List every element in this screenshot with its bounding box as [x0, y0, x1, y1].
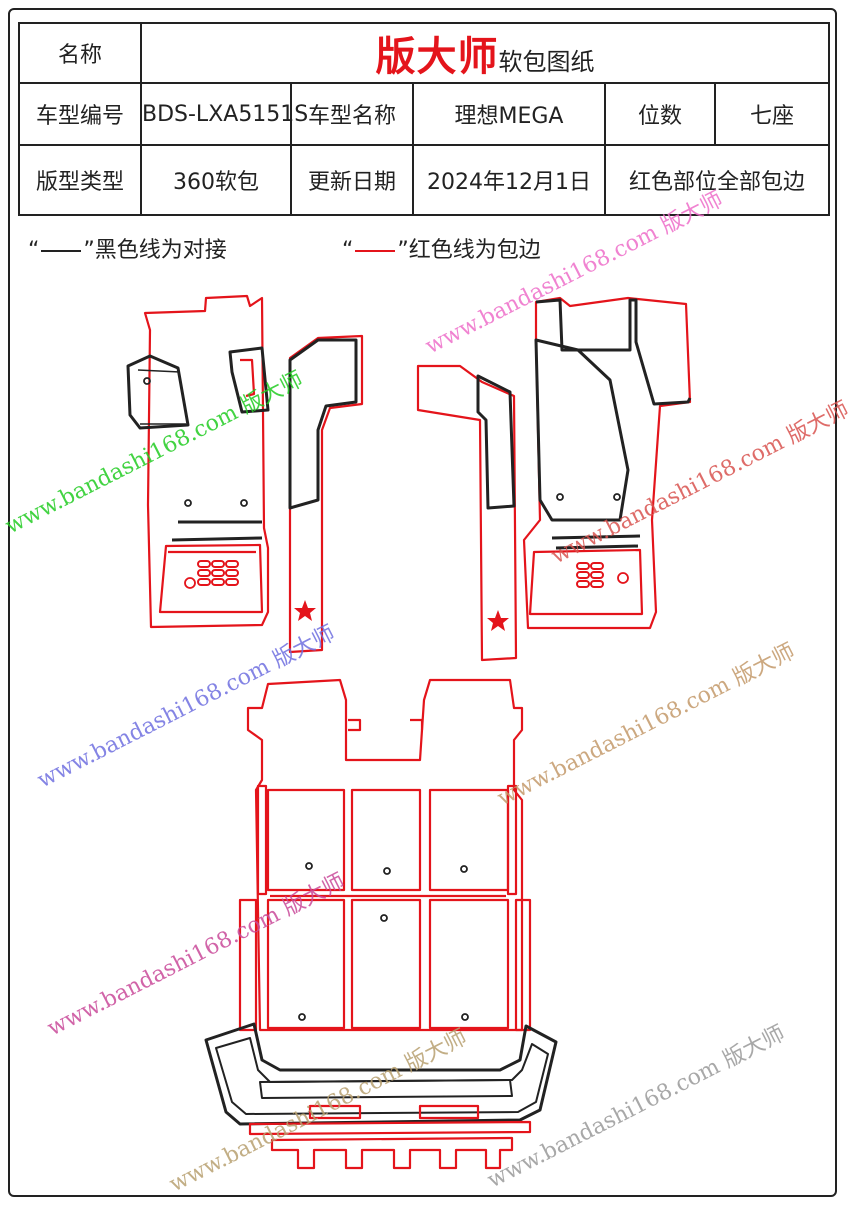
snap-holes — [143, 377, 621, 1021]
legend-black-line — [41, 250, 82, 252]
mat-rear-floor — [238, 678, 532, 1032]
update-label: 更新日期 — [290, 144, 414, 216]
pattern-type: 360软包 — [140, 144, 292, 216]
model-code: BDS-LXA5151S — [140, 82, 308, 146]
vent-grid-right — [576, 562, 604, 588]
mat-front-left — [126, 294, 270, 629]
mat-rear-sill — [204, 1022, 558, 1170]
legend-red-text: ”红色线为包边 — [397, 238, 541, 263]
spec-row-title: 名称 版大师软包图纸 — [18, 22, 831, 84]
doc-title: 软包图纸 — [498, 48, 595, 76]
vent-grid-left — [197, 560, 239, 586]
legend-black: “ ”黑色线为对接 — [28, 232, 227, 264]
red-snap-holes — [184, 572, 629, 589]
pattern-type-label: 版型类型 — [18, 144, 142, 216]
model-name: 理想MEGA — [412, 82, 606, 146]
legend-red-open: “ — [342, 238, 354, 263]
legend-red: “ ”红色线为包边 — [342, 232, 541, 264]
doc-title-cell: 版大师软包图纸 — [139, 22, 831, 84]
model-code-label: 车型编号 — [18, 82, 142, 146]
spec-row-type: 版型类型 360软包 更新日期 2024年12月1日 红色部位全部包边 — [18, 144, 831, 216]
spec-row-model: 车型编号 BDS-LXA5151S 车型名称 理想MEGA 位数 七座 — [18, 82, 831, 146]
star-icon-left — [294, 600, 316, 621]
mat-front-right — [522, 296, 692, 630]
legend-black-text: ”黑色线为对接 — [83, 238, 227, 263]
seats-label: 位数 — [604, 82, 716, 146]
legend-black-open: “ — [28, 238, 40, 263]
spec-table: 名称 版大师软包图纸 车型编号 BDS-LXA5151S 车型名称 理想MEGA… — [18, 22, 831, 216]
legend-red-line — [355, 250, 396, 252]
name-label: 名称 — [18, 22, 142, 84]
update-date: 2024年12月1日 — [412, 144, 606, 216]
model-name-label: 车型名称 — [290, 82, 414, 146]
binding-note: 红色部位全部包边 — [603, 144, 831, 216]
strip-front-right — [416, 364, 518, 662]
page-frame — [8, 8, 837, 1197]
brand-title: 版大师 — [375, 34, 499, 80]
strip-front-left — [288, 334, 364, 654]
star-icon-right — [487, 610, 509, 631]
seats-value: 七座 — [713, 82, 831, 146]
